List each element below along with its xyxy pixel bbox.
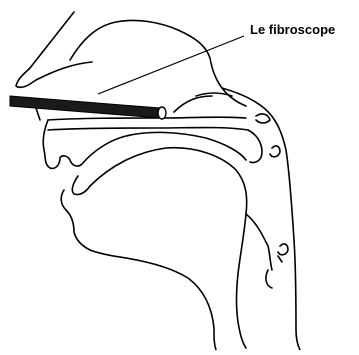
- label-leader-line: [98, 36, 244, 94]
- nasal-and-oral-outline: [16, 12, 300, 350]
- fibroscope-label: Le fibroscope: [250, 22, 335, 37]
- fibroscope-tube: [10, 96, 166, 119]
